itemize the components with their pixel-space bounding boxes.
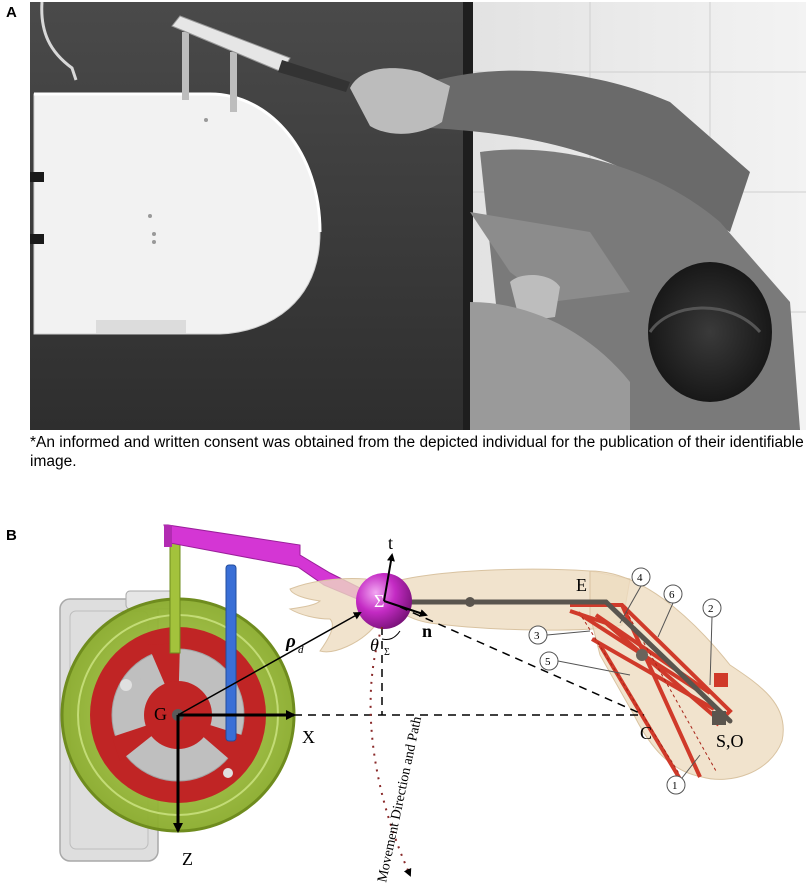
label-SO: S,O (716, 731, 744, 751)
marker-2: 2 (708, 603, 714, 615)
marker-1: 1 (672, 780, 678, 792)
label-X: X (302, 727, 315, 747)
movement-path-label: Movement Direction and Path (375, 715, 425, 884)
label-n: n (422, 621, 432, 641)
label-rho: ρ (285, 631, 296, 652)
movement-path (369, 626, 412, 877)
arm-hand (288, 578, 379, 653)
robot-housing (33, 93, 321, 335)
experiment-photo (30, 2, 806, 430)
panel-b-letter: B (6, 527, 17, 544)
sigma-label: Σ (374, 591, 384, 611)
robot-arm-diagram: Σ G X Z t n θ Σ ρ d E C S,O Movement Dir… (59, 524, 784, 884)
marker-3: 3 (534, 630, 540, 642)
subject-head (648, 262, 772, 402)
label-Z: Z (182, 849, 193, 869)
label-G: G (154, 704, 167, 724)
rod-links (409, 599, 733, 724)
label-rho-sub: d (298, 644, 304, 656)
wheel-spokes (112, 643, 248, 765)
panel-a-letter: A (6, 4, 17, 21)
label-theta: θ (370, 635, 379, 655)
label-C: C (640, 723, 652, 743)
blue-upright (225, 564, 237, 742)
marker-4: 4 (637, 572, 643, 584)
label-t: t (388, 533, 393, 553)
marker-6: 6 (669, 589, 675, 601)
label-theta-sub: Σ (384, 647, 390, 658)
green-upright (169, 542, 181, 654)
consent-caption: *An informed and written consent was obt… (30, 434, 804, 470)
marker-5: 5 (545, 656, 551, 668)
label-E: E (576, 575, 587, 595)
robot-handle (171, 15, 291, 73)
subject-hand (350, 68, 450, 134)
